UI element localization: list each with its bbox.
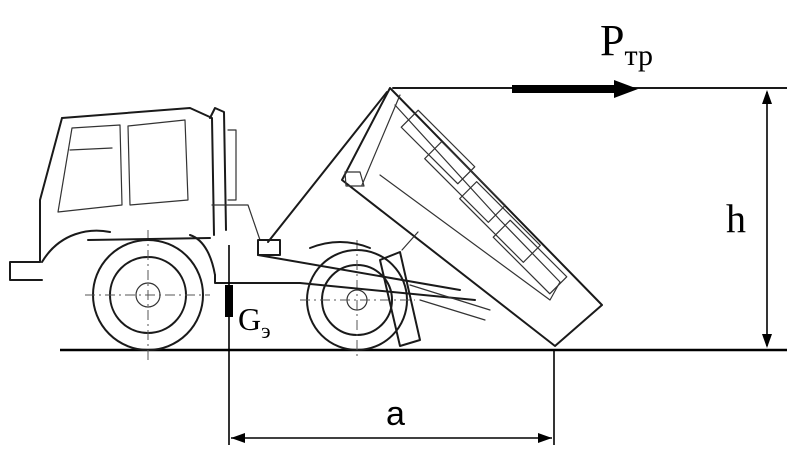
- hydraulic-cylinder: [379, 231, 491, 347]
- distance-label: a: [386, 395, 405, 433]
- dump-body: [267, 87, 603, 347]
- distance-arrow-left: [231, 433, 245, 443]
- force-label: Pтр: [600, 16, 653, 72]
- truck-cab: [9, 107, 301, 284]
- rear-wheel: [85, 230, 210, 360]
- height-label: h: [726, 196, 746, 241]
- chassis: [257, 239, 476, 301]
- force-arrow-head: [614, 80, 638, 98]
- gravity-force-marker: [225, 285, 233, 317]
- front-wheel: [300, 240, 415, 360]
- weight-label: Gэ: [238, 301, 271, 343]
- height-arrow-bottom: [762, 334, 772, 348]
- distance-arrow-right: [538, 433, 552, 443]
- height-arrow-top: [762, 90, 772, 104]
